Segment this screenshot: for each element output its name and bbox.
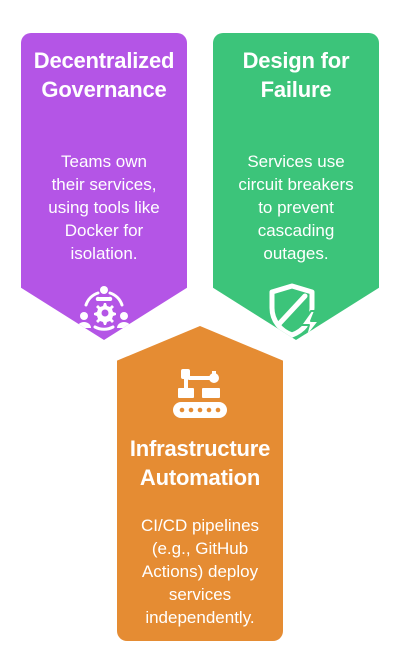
- title-line-1: Design for: [242, 48, 350, 73]
- team-gear-icon: [77, 286, 131, 331]
- desc-line: to prevent: [258, 198, 334, 217]
- card-title: Infrastructure Automation: [117, 434, 283, 492]
- card-title: Decentralized Governance: [21, 46, 187, 104]
- title-line-2: Governance: [41, 77, 167, 102]
- desc-line: their services,: [51, 175, 157, 194]
- card-title: Design for Failure: [213, 46, 379, 104]
- title-line-2: Failure: [260, 77, 332, 102]
- desc-line: Services use: [247, 152, 345, 171]
- card-description: CI/CD pipelines (e.g., GitHub Actions) d…: [117, 514, 283, 629]
- title-line-1: Decentralized: [33, 48, 175, 73]
- card-decentralized-governance: Decentralized Governance Teams own their…: [21, 33, 187, 340]
- card-description: Services use circuit breakers to prevent…: [213, 150, 379, 265]
- card-design-for-failure: Design for Failure Services use circuit …: [213, 33, 379, 340]
- shield-lightning-icon: [269, 283, 320, 340]
- card-infrastructure-automation: Infrastructure Automation CI/CD pipeline…: [117, 326, 283, 641]
- desc-line: cascading: [257, 221, 335, 240]
- robot-arm-conveyor-icon: [173, 369, 227, 418]
- desc-line: Actions) deploy: [141, 562, 259, 581]
- desc-line: Teams own: [61, 152, 147, 171]
- title-line-2: Automation: [139, 465, 261, 490]
- desc-line: independently.: [145, 608, 255, 627]
- desc-line: circuit breakers: [238, 175, 354, 194]
- desc-line: (e.g., GitHub: [151, 539, 249, 558]
- desc-line: CI/CD pipelines: [140, 516, 260, 535]
- title-line-1: Infrastructure: [129, 436, 271, 461]
- desc-line: outages.: [263, 244, 329, 263]
- desc-line: services: [168, 585, 232, 604]
- desc-line: using tools like: [48, 198, 160, 217]
- card-description: Teams own their services, using tools li…: [21, 150, 187, 265]
- desc-line: Docker for: [64, 221, 144, 240]
- desc-line: isolation.: [70, 244, 138, 263]
